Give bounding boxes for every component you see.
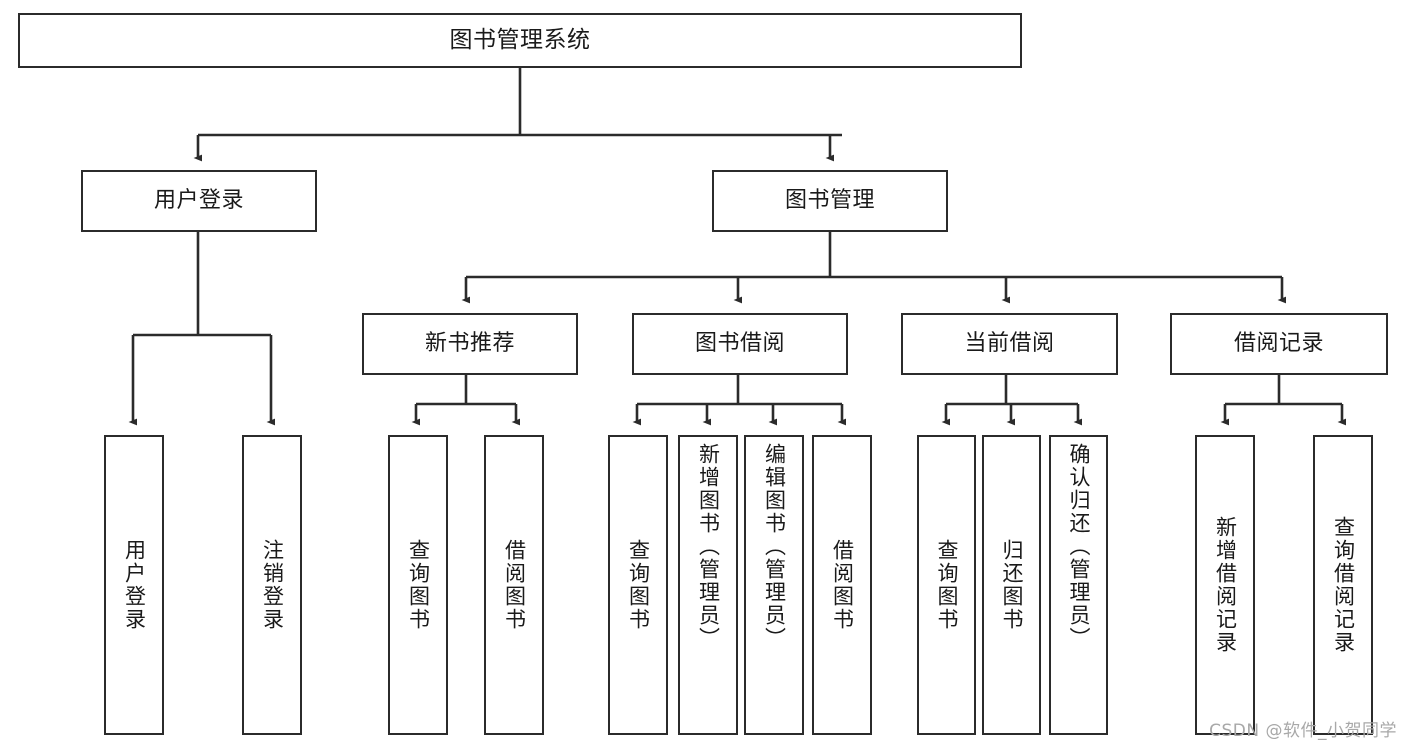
node-book-borrow-label: 图书借阅 <box>694 331 785 357</box>
leaf-borrow-record-query[interactable]: 查询借阅记录 <box>1313 435 1373 735</box>
leaf-book-borrow-add[interactable]: 新增图书（管理员） <box>678 435 738 735</box>
node-root-system[interactable]: 图书管理系统 <box>18 13 1022 68</box>
leaf-current-borrow-query[interactable]: 查询图书 <box>917 435 976 735</box>
leaf-user-login-signin[interactable]: 用户登录 <box>104 435 164 735</box>
leaf-user-login-signout[interactable]: 注销登录 <box>242 435 302 735</box>
leaf-current-borrow-confirm[interactable]: 确认归还（管理员） <box>1049 435 1108 735</box>
leaf-user-login-signin-label: 用户登录 <box>122 539 147 631</box>
leaf-new-book-query[interactable]: 查询图书 <box>388 435 448 735</box>
leaf-current-borrow-return-label: 归还图书 <box>1000 539 1024 631</box>
leaf-book-borrow-lend-label: 借阅图书 <box>830 539 855 631</box>
node-book-manage-label: 图书管理 <box>784 188 875 214</box>
leaf-book-borrow-query[interactable]: 查询图书 <box>608 435 668 735</box>
node-user-login-label: 用户登录 <box>153 188 244 214</box>
leaf-borrow-record-add-label: 新增借阅记录 <box>1213 516 1238 654</box>
leaf-borrow-record-add[interactable]: 新增借阅记录 <box>1195 435 1255 735</box>
node-borrow-record[interactable]: 借阅记录 <box>1170 313 1388 375</box>
node-user-login[interactable]: 用户登录 <box>81 170 317 232</box>
node-book-borrow[interactable]: 图书借阅 <box>632 313 848 375</box>
leaf-borrow-record-query-label: 查询借阅记录 <box>1331 516 1356 654</box>
leaf-current-borrow-return[interactable]: 归还图书 <box>982 435 1041 735</box>
node-new-book-recommend[interactable]: 新书推荐 <box>362 313 578 375</box>
leaf-book-borrow-query-label: 查询图书 <box>626 539 651 631</box>
node-current-borrow-label: 当前借阅 <box>964 331 1055 357</box>
leaf-new-book-query-label: 查询图书 <box>406 539 431 631</box>
leaf-book-borrow-edit[interactable]: 编辑图书（管理员） <box>744 435 804 735</box>
leaf-book-borrow-edit-label: 编辑图书（管理员） <box>762 443 787 650</box>
leaf-book-borrow-lend[interactable]: 借阅图书 <box>812 435 872 735</box>
leaf-new-book-borrow-label: 借阅图书 <box>502 539 527 631</box>
leaf-book-borrow-add-label: 新增图书（管理员） <box>696 443 721 650</box>
csdn-watermark: CSDN @软件_小贺同学 <box>1209 721 1397 741</box>
leaf-new-book-borrow[interactable]: 借阅图书 <box>484 435 544 735</box>
node-current-borrow[interactable]: 当前借阅 <box>901 313 1118 375</box>
node-new-book-recommend-label: 新书推荐 <box>424 331 515 357</box>
node-borrow-record-label: 借阅记录 <box>1233 331 1324 357</box>
leaf-user-login-signout-label: 注销登录 <box>260 539 285 631</box>
node-book-manage[interactable]: 图书管理 <box>712 170 948 232</box>
leaf-current-borrow-query-label: 查询图书 <box>935 539 959 631</box>
leaf-current-borrow-confirm-label: 确认归还（管理员） <box>1067 443 1091 650</box>
node-root-system-label: 图书管理系统 <box>449 27 591 54</box>
